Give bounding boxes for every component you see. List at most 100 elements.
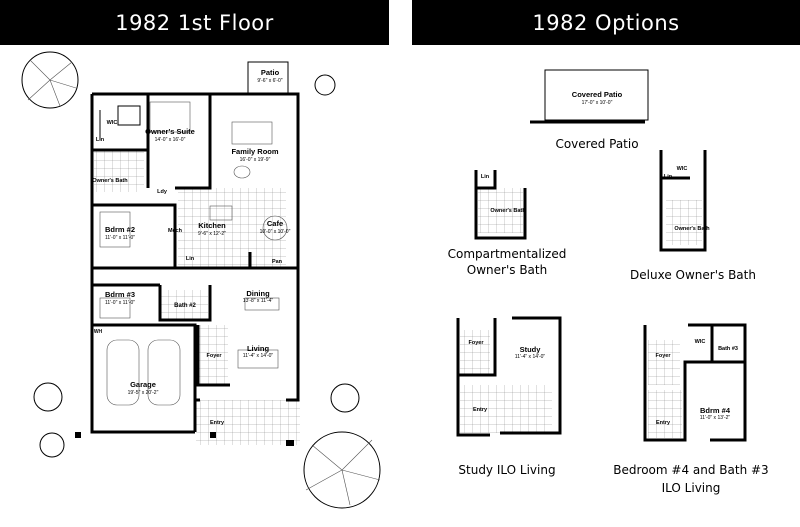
option-covered-patio: Covered Patio 17'-0" x 10'-0" Covered Pa… — [530, 69, 649, 151]
family-sofa — [231, 121, 273, 145]
option-study: Foyer Study 11'-4" x 14'-0" Entry Study … — [456, 316, 562, 477]
bed2-walls — [92, 94, 212, 268]
lin-label-2: Lin — [186, 256, 195, 262]
suite-bed — [149, 101, 191, 133]
tree-top-left-branches — [27, 59, 77, 107]
bdrm4-wic: WIC — [695, 339, 706, 345]
garage-post-right — [210, 432, 216, 438]
owners-bath-label: Owner's Bath — [92, 178, 128, 184]
dining-table — [244, 297, 280, 311]
foyer-walls — [196, 325, 230, 387]
study-label: Study — [520, 345, 542, 354]
floor-plan-title: 1982 1st Floor — [0, 0, 389, 45]
cafe-label: Cafe — [267, 219, 283, 228]
shrub-left-2 — [39, 432, 65, 458]
shrub-top-right — [314, 74, 336, 96]
shrub-right — [330, 383, 360, 413]
hall-walls — [92, 252, 298, 270]
living-size: 11'-4" x 14'-0" — [243, 353, 274, 359]
bed3-bed — [99, 297, 131, 319]
deluxe-bath-lin: Lin — [664, 174, 673, 180]
floor-plan-title-text: 1982 1st Floor — [115, 10, 274, 35]
bath2-walls — [92, 283, 212, 322]
cafe-table — [262, 215, 288, 241]
bdrm4-caption-1: Bedroom #4 and Bath #3 — [613, 463, 768, 477]
laundry-label: Ldy — [157, 189, 168, 195]
covered-patio-label: Covered Patio — [572, 90, 623, 99]
covered-patio-size: 17'-0" x 10'-0" — [582, 100, 613, 106]
owners-suite-size: 14'-0" x 16'-0" — [155, 137, 186, 143]
wic-shelving — [99, 105, 141, 140]
bdrm3-size: 11'-0" x 11'-0" — [105, 300, 135, 306]
wic-label: WIC — [107, 120, 118, 126]
bdrm4-bath: Bath #3 — [718, 346, 738, 352]
comp-bath-caption-2: Owner's Bath — [467, 263, 547, 277]
comp-bath-caption-1: Compartmentalized — [448, 247, 567, 261]
comp-bath-tile — [478, 188, 523, 233]
owners-suite-label: Owner's Suite — [145, 127, 195, 136]
covered-patio-caption: Covered Patio — [555, 137, 638, 151]
bath2-label: Bath #2 — [174, 303, 196, 309]
bdrm4-label: Bdrm #4 — [700, 406, 731, 415]
study-size: 11'-4" x 14'-0" — [515, 354, 546, 360]
dining-size: 13'-8" x 11'-4" — [243, 298, 274, 304]
bath2-tile-floor — [160, 290, 208, 320]
garage-car-left — [106, 339, 140, 406]
deluxe-bath-walls — [659, 150, 707, 252]
options-title-text: 1982 Options — [532, 10, 680, 35]
bdrm4-caption-2: ILO Living — [662, 481, 721, 495]
suite-walls — [92, 94, 150, 188]
bdrm4-entry-tile — [648, 390, 682, 438]
entry-post — [286, 440, 294, 446]
study-foyer-tile — [460, 330, 490, 375]
family-table — [233, 165, 251, 179]
lin-label-1: Lin — [96, 137, 105, 143]
foyer-label: Foyer — [207, 353, 223, 359]
bdrm4-foyer-tile — [648, 340, 680, 385]
tree-top-left — [21, 51, 79, 109]
pantry-label: Pan — [272, 259, 283, 265]
kitchen-island — [209, 205, 233, 221]
cafe-size: 10'-0" x 10'-0" — [260, 229, 291, 235]
comp-bath-walls — [474, 170, 527, 240]
deluxe-bath-label: Owner's Bath — [674, 226, 710, 232]
option-compartmentalized-bath: Lin Owner's Bath Compartmentalized Owner… — [448, 170, 567, 277]
kitchen-tile-floor — [178, 188, 286, 268]
patio-label: Patio — [261, 68, 280, 77]
garage-label: Garage — [130, 380, 156, 389]
landscape-trees — [21, 51, 381, 509]
garage-car-right — [147, 339, 181, 406]
dining-label: Dining — [246, 289, 270, 298]
garage-walls — [92, 323, 197, 432]
owners-bath-tile-floor — [94, 150, 144, 192]
bdrm3-label: Bdrm #3 — [105, 290, 135, 299]
bdrm4-size: 11'-0" x 13'-2" — [700, 415, 731, 421]
foyer-tile-floor — [198, 325, 228, 385]
options-title: 1982 Options — [412, 0, 800, 45]
deluxe-bath-wic: WIC — [677, 166, 688, 172]
option-bedroom4: Foyer WIC Bath #3 Bdrm #4 11'-0" x 13'-2… — [613, 323, 769, 495]
patio-size: 9'-6" x 6'-0" — [257, 78, 282, 84]
main-floor-plan: Patio 9'-6" x 6'-0" WIC Lin Owner's Suit… — [75, 61, 300, 446]
kitchen-label: Kitchen — [198, 221, 226, 230]
living-label: Living — [247, 344, 270, 353]
option-deluxe-bath: WIC Lin Owner's Bath Deluxe Owner's Bath — [630, 150, 756, 282]
entry-label: Entry — [210, 420, 225, 426]
comp-bath-label: Owner's Bath — [490, 208, 526, 214]
living-sofa — [237, 349, 279, 369]
tree-bottom-right — [303, 431, 381, 509]
study-entry-tile — [460, 385, 552, 433]
family-room-label: Family Room — [231, 147, 278, 156]
bdrm4-foyer: Foyer — [656, 353, 672, 359]
garage-size: 19'-5" x 20'-2" — [128, 390, 159, 396]
garage-post-left — [75, 432, 81, 438]
bdrm4-entry: Entry — [656, 420, 671, 426]
comp-bath-lin: Lin — [481, 174, 490, 180]
water-heater-label: WH — [94, 329, 103, 335]
mech-label: Mech — [168, 228, 183, 234]
study-caption: Study ILO Living — [458, 463, 555, 477]
study-walls — [456, 316, 562, 437]
tree-bottom-right-branches — [305, 439, 381, 506]
bed2-bed — [99, 211, 131, 248]
